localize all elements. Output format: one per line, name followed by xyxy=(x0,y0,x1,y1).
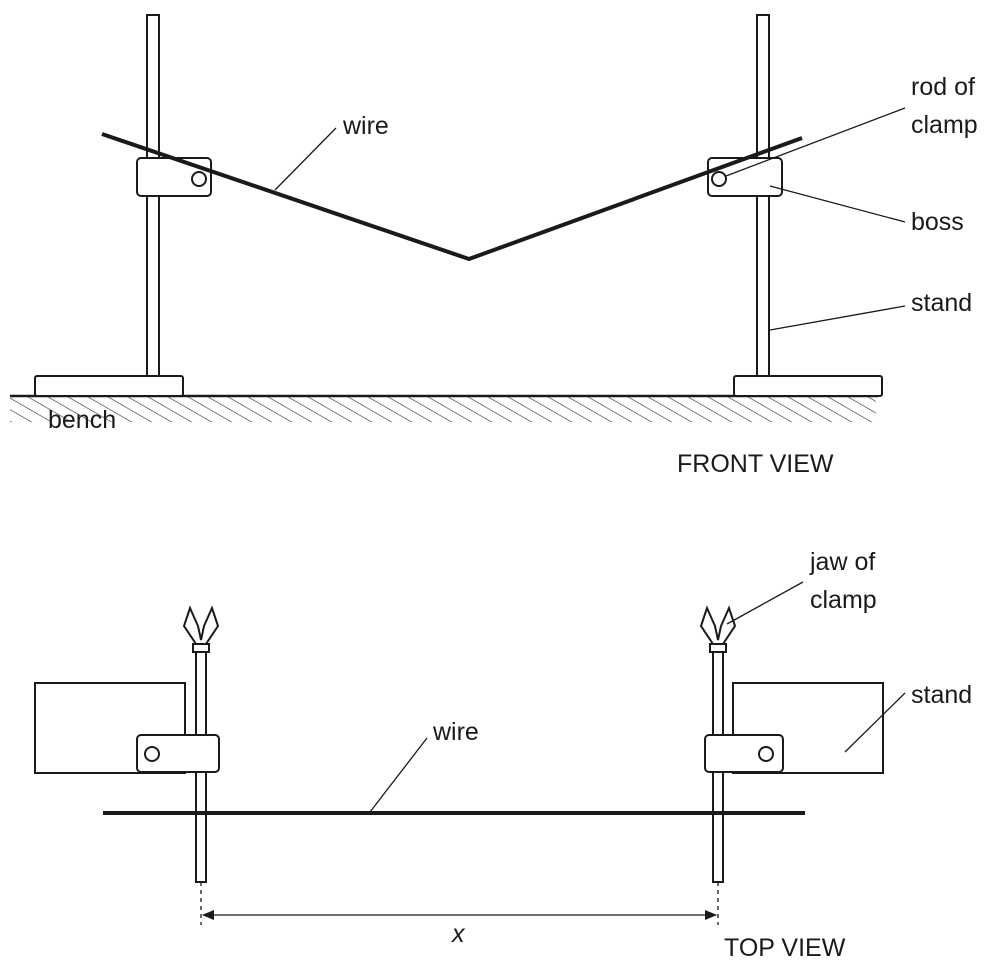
right-boss-screw xyxy=(758,746,774,762)
top-wire-label: wire xyxy=(432,718,479,746)
top-stand-label: stand xyxy=(911,681,972,709)
left-clamp-collar xyxy=(192,643,210,653)
front-view-caption: FRONT VIEW xyxy=(677,450,834,478)
left-clamp-rod-end xyxy=(191,171,207,187)
rod-of-clamp-label-line2: clamp xyxy=(911,111,978,139)
right-clamp-collar xyxy=(709,643,727,653)
jaw-of-clamp-label-line1: jaw of xyxy=(809,548,875,576)
stand-label: stand xyxy=(911,289,972,317)
left-boss-top xyxy=(136,734,220,773)
left-clamp-jaw xyxy=(182,605,220,645)
wire-leader xyxy=(274,127,337,191)
top-stand-leader xyxy=(844,692,906,753)
distance-x-label: x xyxy=(451,920,466,948)
right-stand-base xyxy=(733,375,883,397)
rod-of-clamp-label-line1: rod of xyxy=(911,73,975,101)
front-view: wire rod of clamp boss stand bench FRONT… xyxy=(10,14,978,478)
jaw-of-clamp-leader xyxy=(726,581,804,625)
stand-leader xyxy=(769,305,906,331)
left-stand-base xyxy=(34,375,184,397)
bench-hatching xyxy=(10,396,876,422)
top-wire-leader xyxy=(369,737,428,813)
right-stand-base-top xyxy=(732,682,884,774)
right-clamp-rod-end xyxy=(711,171,727,187)
left-clamp xyxy=(136,605,220,883)
wire-label: wire xyxy=(342,112,389,140)
right-boss-top xyxy=(704,734,784,773)
rod-of-clamp-leader xyxy=(725,107,906,177)
left-boss xyxy=(136,157,212,197)
boss-label: boss xyxy=(911,208,964,236)
right-boss xyxy=(707,157,783,197)
left-stand xyxy=(34,14,184,397)
right-stand xyxy=(733,14,883,397)
top-view-caption: TOP VIEW xyxy=(724,934,846,962)
top-view: jaw of clamp stand wire x TOP VIEW xyxy=(34,548,972,962)
bench xyxy=(10,394,878,422)
left-boss-screw xyxy=(144,746,160,762)
right-clamp xyxy=(699,605,784,883)
bench-label: bench xyxy=(48,406,116,434)
front-wire xyxy=(101,132,803,262)
boss-leader xyxy=(769,185,906,223)
jaw-of-clamp-label-line2: clamp xyxy=(810,586,877,614)
right-clamp-jaw xyxy=(699,605,737,645)
